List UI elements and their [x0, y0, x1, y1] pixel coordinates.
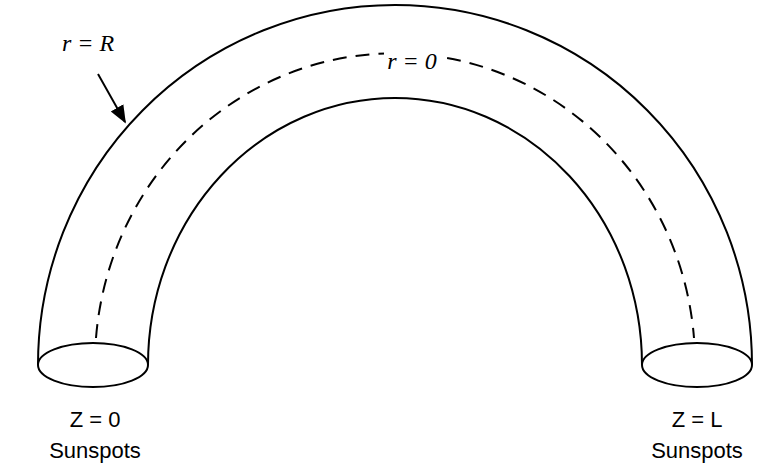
- tube-axis: [96, 53, 694, 338]
- axis-label: r = 0: [384, 48, 440, 76]
- radius-label: r = R: [59, 30, 117, 58]
- footpoint-label: Z = L: [672, 407, 723, 432]
- region-label: Sunspots: [49, 438, 141, 463]
- footpoint-ellipse: [38, 343, 148, 387]
- inner-tube-edge: [148, 98, 642, 365]
- footpoint-label: Z = 0: [70, 407, 121, 432]
- leader-arrow: [98, 74, 125, 122]
- outer-tube-edge: [38, 5, 752, 365]
- region-label: Sunspots: [651, 438, 743, 463]
- footpoint-ellipse: [642, 343, 752, 387]
